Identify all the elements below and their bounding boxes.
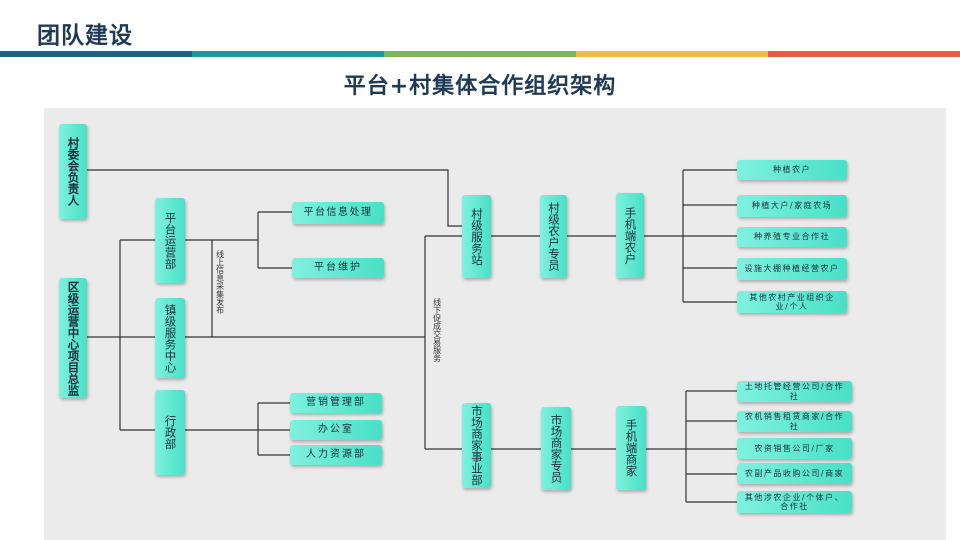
color-stripe-1: [0, 51, 192, 57]
district-center-box: 区级运营中心项目总监: [59, 278, 87, 398]
office-box: 办公室: [290, 420, 382, 440]
town-service-box: 镇级服务中心: [155, 298, 185, 378]
color-stripe-2: [192, 51, 384, 57]
platform-maint-box: 平台维护: [292, 258, 384, 278]
merchant-leaf-3: 农资销售公司/厂家: [737, 438, 852, 459]
page-title: 团队建设: [37, 23, 133, 49]
village-head-box: 村委会负责人: [59, 124, 87, 219]
village-farmer-specialist-box: 村级农户专员: [540, 195, 567, 278]
merchant-leaf-1: 土地托管经营公司/合作社: [737, 381, 852, 402]
online-note: 线上信息采集发布: [215, 250, 225, 314]
merchant-specialist-box: 市场商家专员: [541, 407, 571, 490]
farmer-leaf-4: 设施大棚种植经营农户: [737, 258, 847, 280]
farmer-leaf-5: 其他农村产业组织企业/个人: [737, 291, 847, 313]
farmer-leaf-1: 种植农户: [737, 160, 847, 180]
offline-note: 线下促成交易服务: [432, 298, 442, 362]
marketing-box: 营销管理部: [290, 393, 382, 413]
platform-ops-box: 平台运营部: [155, 198, 185, 283]
farmer-leaf-3: 种养殖专业合作社: [737, 227, 847, 247]
platform-info-box: 平台信息处理: [292, 202, 384, 224]
mobile-merchant-box: 手机端商家: [616, 406, 646, 490]
village-station-box: 村级服务站: [462, 195, 491, 278]
color-stripe-4: [576, 51, 768, 57]
color-stripe-5: [768, 51, 960, 57]
merchant-leaf-4: 农副产品收购公司/商家: [737, 463, 852, 484]
mobile-farmer-box: 手机端农户: [616, 193, 644, 278]
merchant-leaf-2: 农机销售租赁商家/合作社: [737, 411, 852, 432]
diagram-title: 平台+村集体合作组织架构: [343, 74, 617, 99]
merchant-leaf-5: 其他涉农企业/个体户、合作社: [737, 491, 852, 513]
market-dept-box: 市场商家事业部: [462, 403, 491, 488]
color-stripe-3: [384, 51, 576, 57]
admin-box: 行政部: [155, 390, 185, 475]
hr-box: 人力资源部: [290, 445, 382, 465]
farmer-leaf-2: 种植大户/家庭农场: [737, 195, 847, 217]
